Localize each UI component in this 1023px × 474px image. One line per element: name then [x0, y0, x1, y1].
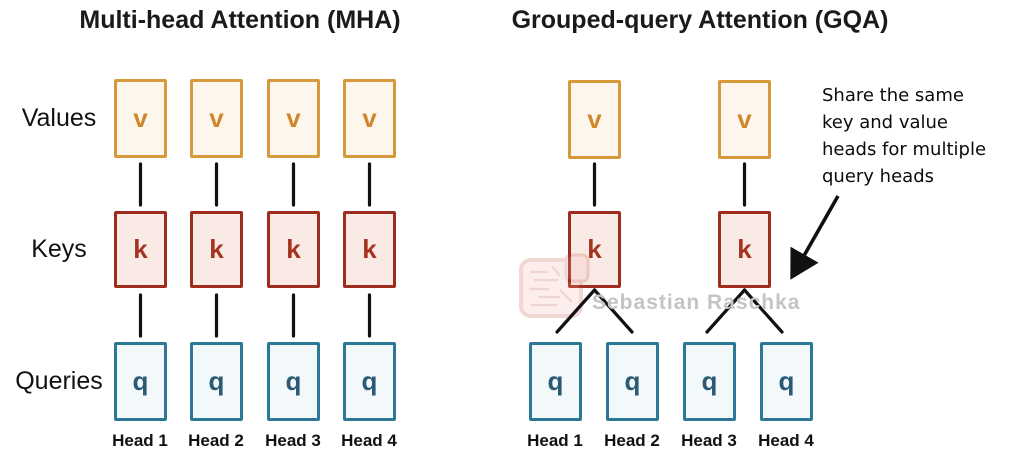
- mha-key-box: k: [343, 211, 396, 288]
- annotation-line: query heads: [822, 166, 934, 187]
- gqa-head-label: Head 4: [758, 431, 814, 450]
- annotation-line: key and value: [822, 112, 948, 133]
- mha-connectors: [138, 162, 372, 338]
- row-label-keys: Keys: [31, 235, 87, 263]
- row-label-values: Values: [21, 104, 97, 132]
- gqa-head-label: Head 2: [604, 431, 660, 450]
- annotation-note: Share the same key and value heads for m…: [822, 82, 1007, 190]
- mha-head-label: Head 1: [112, 431, 168, 450]
- mha-key-box: k: [267, 211, 320, 288]
- annotation-line: Share the same: [822, 85, 964, 106]
- gqa-value-box: v: [568, 80, 621, 159]
- mha-query-box: q: [343, 342, 396, 421]
- gqa-head-label: Head 3: [681, 431, 737, 450]
- mha-head-label: Head 2: [188, 431, 244, 450]
- gqa-title: Grouped-query Attention (GQA): [511, 6, 889, 34]
- mha-value-box: v: [267, 79, 320, 158]
- mha-key-box: k: [190, 211, 243, 288]
- mha-value-box: v: [190, 79, 243, 158]
- watermark-text: Sebastian Raschka: [592, 291, 801, 314]
- mha-query-box: q: [114, 342, 167, 421]
- gqa-key-box: k: [568, 211, 621, 288]
- row-label-queries: Queries: [15, 367, 103, 395]
- mha-query-box: q: [267, 342, 320, 421]
- mha-value-box: v: [343, 79, 396, 158]
- gqa-query-box: q: [529, 342, 582, 421]
- mha-key-box: k: [114, 211, 167, 288]
- gqa-query-box: q: [683, 342, 736, 421]
- mha-head-label: Head 3: [265, 431, 321, 450]
- mha-value-box: v: [114, 79, 167, 158]
- mha-title: Multi-head Attention (MHA): [79, 6, 401, 34]
- gqa-query-box: q: [606, 342, 659, 421]
- gqa-query-box: q: [760, 342, 813, 421]
- annotation-arrow-icon: [790, 195, 840, 280]
- gqa-head-label: Head 1: [527, 431, 583, 450]
- gqa-value-box: v: [718, 80, 771, 159]
- gqa-key-box: k: [718, 211, 771, 288]
- annotation-line: heads for multiple: [822, 139, 987, 160]
- mha-query-box: q: [190, 342, 243, 421]
- mha-head-label: Head 4: [341, 431, 397, 450]
